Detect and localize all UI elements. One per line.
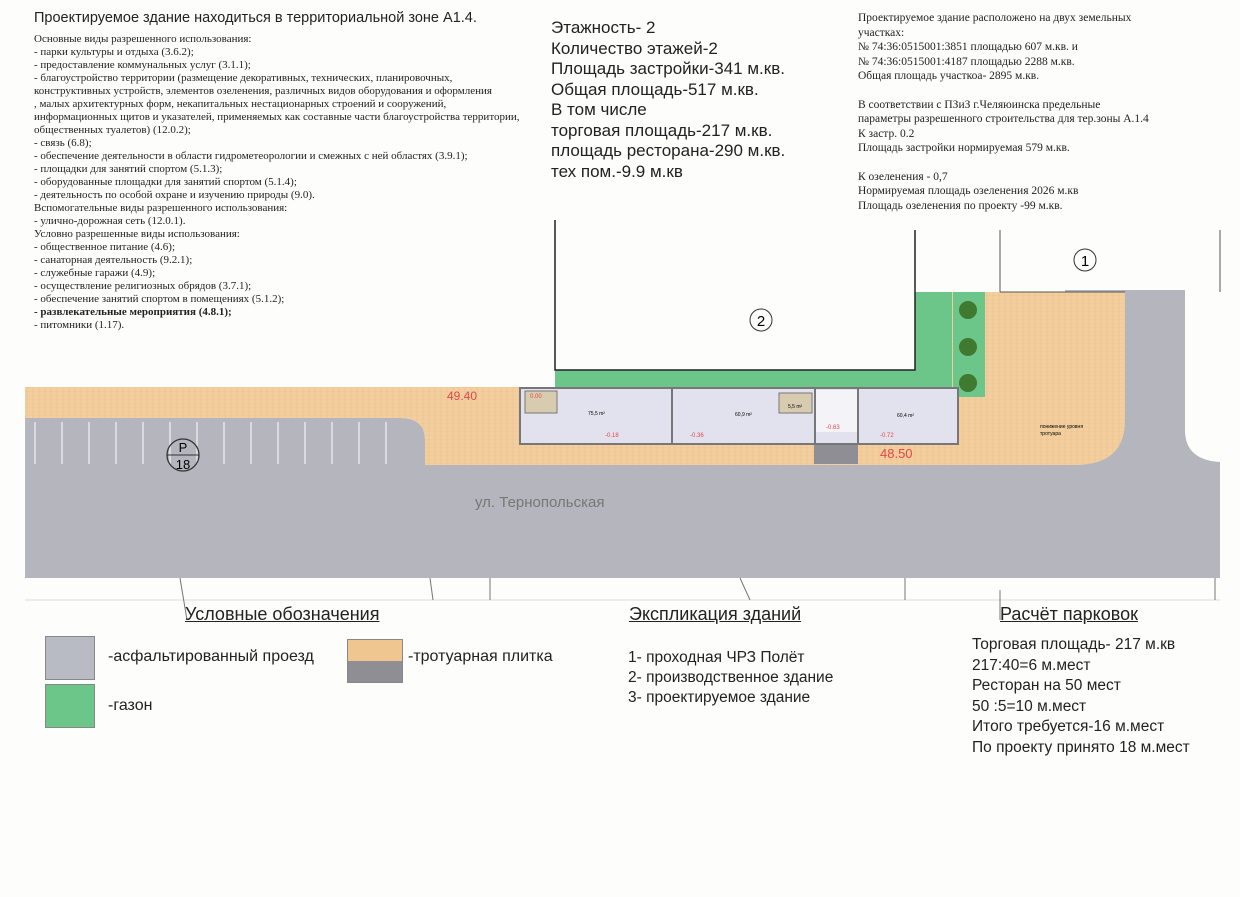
- svg-text:75,5 m²: 75,5 m²: [588, 411, 605, 417]
- text-line: 217:40=6 м.мест: [972, 656, 1091, 674]
- lawn-area: [555, 292, 952, 388]
- text-line: конструктивных устройств, элементов озел…: [34, 85, 492, 97]
- text-line: Ресторан на 50 мест: [972, 677, 1121, 694]
- svg-text:5,5 m²: 5,5 m²: [788, 404, 803, 410]
- plot-info: Проектируемое здание расположено на двух…: [858, 11, 1149, 213]
- building-2-label: 2: [757, 313, 765, 330]
- text-line: [858, 84, 1149, 98]
- text-line: Общая площадь участкоа- 2895 м.кв.: [858, 70, 1040, 82]
- text-line: 3- проектируемое здание: [628, 689, 811, 706]
- text-line: Основные виды разрешенного использования…: [34, 33, 252, 45]
- legend-title: Условные обозначения: [185, 604, 380, 624]
- parking-calc-title: Расчёт парковок: [1000, 604, 1138, 624]
- text-line: [858, 156, 1149, 170]
- asphalt-road: [25, 290, 1220, 578]
- text-line: К озеленения - 0,7: [858, 170, 948, 183]
- building-1-label: 1: [1081, 253, 1089, 270]
- text-line: Количество этажей-2: [551, 38, 718, 58]
- curb-note: понижение уровня: [1040, 424, 1083, 430]
- zone-title: Проектируемое здание находиться в террит…: [34, 10, 477, 26]
- text-line: - обеспечение деятельности в области гид…: [34, 150, 468, 162]
- text-line: Площадь застройки-341 м.кв.: [551, 59, 785, 78]
- building-2-outline: [554, 220, 916, 371]
- text-line: 50 :5=10 м.мест: [972, 697, 1087, 715]
- svg-text:0.00: 0.00: [530, 394, 542, 400]
- legend-paving: -тротуарная плитка: [408, 648, 553, 665]
- text-line: - площадки для занятий спортом (5.1.3);: [34, 163, 223, 175]
- svg-text:-0.63: -0.63: [826, 425, 840, 431]
- explication-title: Экспликация зданий: [629, 604, 802, 624]
- legend-swatch-paving: [347, 639, 403, 683]
- text-line: Нормируемая площадь озеленения 2026 м.кв: [858, 185, 1079, 197]
- parking-calc-lines: Торговая площадь- 217 м.кв 217:40=6 м.ме…: [972, 635, 1190, 758]
- text-line: № 74:36:0515001:4187 площадью 2288 м.кв.: [858, 55, 1075, 68]
- text-line: Торговая площадь- 217 м.кв: [972, 636, 1176, 653]
- text-line: торговая площадь-217 м.кв.: [551, 120, 773, 140]
- text-line: 1- проходная ЧРЗ Полёт: [628, 649, 805, 666]
- text-line: Вспомогательные виды разрешенного исполь…: [34, 202, 288, 214]
- legend-swatch-lawn: [45, 684, 95, 728]
- text-line: параметры разрешенного строительства для…: [858, 113, 1149, 125]
- permitted-uses-list: Основные виды разрешенного использования…: [34, 33, 520, 332]
- text-line: Итого требуется-16 м.мест: [972, 718, 1165, 735]
- text-line: общественных туалетов) (12.0.2);: [34, 124, 191, 136]
- text-line: Проектируемое здание расположено на двух…: [858, 12, 1132, 24]
- street-name: ул. Тернопольская: [475, 494, 604, 511]
- text-line: - деятельность по особой охране и изучен…: [34, 189, 315, 201]
- svg-text:-0.18: -0.18: [605, 433, 619, 439]
- text-line: тех пом.-9.9 м.кв: [551, 161, 683, 181]
- explication-list: 1- проходная ЧРЗ Полёт 2- производственно…: [628, 648, 833, 708]
- svg-text:-0.72: -0.72: [880, 433, 894, 439]
- text-line: - санаторная деятельность (9.2.1);: [34, 254, 193, 266]
- text-line: Площадь застройки нормируемая 579 м.кв.: [858, 142, 1070, 154]
- legend-asphalt: -асфальтированный проезд: [108, 648, 314, 665]
- text-line: - служебные гаражи (4.9);: [34, 267, 156, 279]
- svg-text:60,4 m²: 60,4 m²: [897, 413, 914, 419]
- elevation-right: 48.50: [880, 446, 913, 461]
- svg-text:-0.36: -0.36: [690, 433, 704, 439]
- text-line: 2- производственное здание: [628, 669, 834, 686]
- text-line: Площадь озеленения по проекту -99 м.кв.: [858, 199, 1063, 212]
- text-line: - связь (6.8);: [34, 137, 92, 149]
- road-edge-ticks: [25, 577, 1220, 621]
- text-line: - развлекательные мероприятия (4.8.1);: [34, 306, 232, 318]
- text-line: № 74:36:0515001:3851 площадью 607 м.кв. …: [858, 41, 1078, 53]
- text-line: Условно разрешенные виды использования:: [34, 228, 240, 240]
- text-line: Этажность- 2: [551, 18, 656, 37]
- text-line: - обеспечение занятий спортом в помещени…: [34, 293, 285, 305]
- text-line: В том числе: [551, 100, 647, 119]
- room-areas: 75,5 m² 60,9 m² 5,5 m² 60,4 m²: [588, 404, 914, 419]
- parking-badge: P 18: [166, 438, 200, 472]
- text-line: площадь ресторана-290 м.кв.: [551, 141, 786, 160]
- text-line: информационных щитов и указателей, приме…: [34, 111, 520, 123]
- text-line: - осуществление религиозных обрядов (3.7…: [34, 280, 252, 292]
- elevation-left: 49.40: [447, 389, 477, 403]
- text-line: К застр. 0.2: [858, 127, 915, 140]
- curb-note-2: тротуара: [1040, 431, 1061, 437]
- tree-icons: [959, 301, 977, 392]
- parking-symbol: P: [179, 440, 188, 455]
- svg-text:60,9 m²: 60,9 m²: [735, 412, 752, 418]
- designed-building: [519, 387, 959, 445]
- text-line: , малых архитектурных форм, некапитальны…: [34, 98, 447, 110]
- text-line: Общая площадь-517 м.кв.: [551, 79, 759, 99]
- legend-swatch-asphalt: [45, 636, 95, 680]
- text-line: - парки культуры и отдыха (3.6.2);: [34, 46, 194, 58]
- level-marks: 0.00 -0.18 -0.36 -0.63 -0.72: [530, 394, 894, 439]
- text-line: - улично-дорожная сеть (12.0.1).: [34, 215, 186, 227]
- text-line: По проекту принято 18 м.мест: [972, 738, 1190, 756]
- text-line: В соответствии с ПЗиЗ г.Челяюинска преде…: [858, 98, 1101, 111]
- text-line: - питомники (1.17).: [34, 319, 125, 331]
- text-line: - оборудованные площадки для занятий спо…: [34, 176, 297, 188]
- legend-lawn: -газон: [108, 697, 153, 714]
- text-line: - благоустройство территории (размещение…: [34, 72, 453, 84]
- building-1-outline: [999, 230, 1221, 293]
- text-line: - общественное питание (4.6);: [34, 241, 176, 253]
- text-line: - предоставление коммунальных услуг (3.1…: [34, 59, 251, 71]
- parking-count: 18: [176, 457, 190, 472]
- text-line: участках:: [858, 26, 905, 39]
- parking-stall-lines: [34, 422, 387, 464]
